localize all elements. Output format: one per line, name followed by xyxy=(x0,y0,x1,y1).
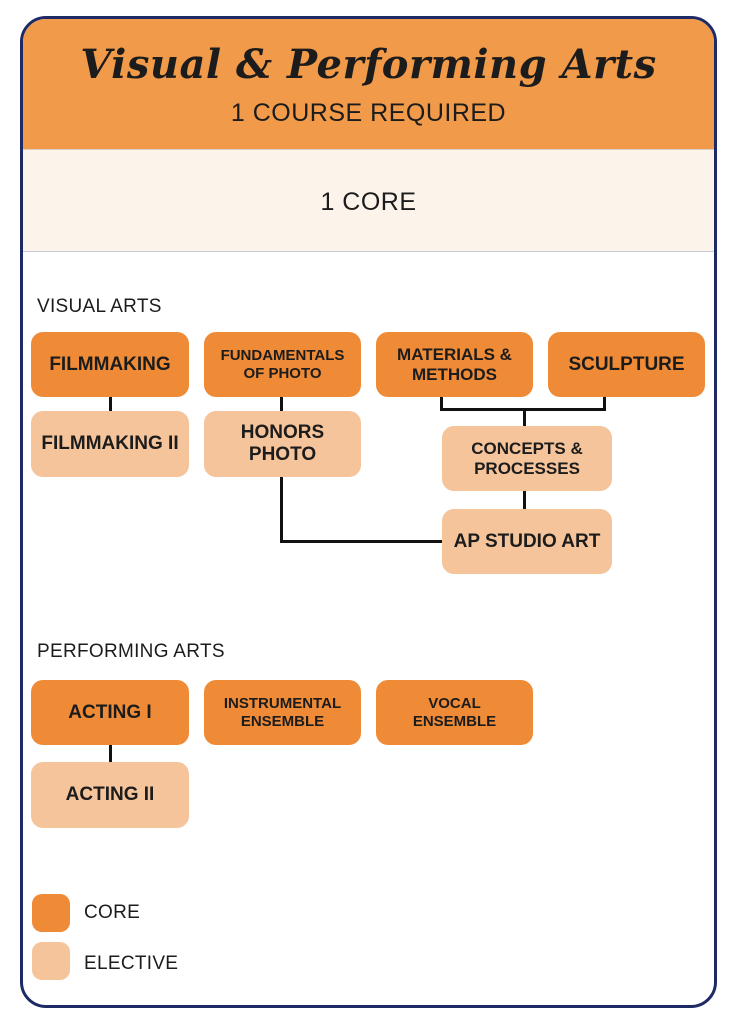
legend-core-swatch xyxy=(32,894,70,932)
connector-join-to-concepts xyxy=(523,408,526,428)
performing-arts-label: PERFORMING ARTS xyxy=(37,641,225,662)
course-acting-i: ACTING I xyxy=(31,680,189,745)
visual-arts-label: VISUAL ARTS xyxy=(37,296,162,317)
course-filmmaking-ii: FILMMAKING II xyxy=(31,411,189,477)
course-concepts-and-processes: CONCEPTS & PROCESSES xyxy=(442,426,612,491)
header: Visual & Performing Arts 1 COURSE REQUIR… xyxy=(23,19,714,150)
connector-honors-photo-to-ap-studio xyxy=(280,540,444,543)
requirement-subtitle: 1 COURSE REQUIRED xyxy=(230,99,507,127)
course-fundamentals-of-photo: FUNDAMENTALS OF PHOTO xyxy=(204,332,361,397)
requirement-text: 1 CORE xyxy=(320,188,417,216)
requirement-band: 1 CORE xyxy=(23,150,714,252)
course-card: Visual & Performing Arts 1 COURSE REQUIR… xyxy=(20,16,717,1008)
connector-concepts-to-ap-studio xyxy=(523,490,526,510)
legend-elective-swatch xyxy=(32,942,70,980)
course-materials-and-methods: MATERIALS & METHODS xyxy=(376,332,533,397)
course-instrumental-ensemble: INSTRUMENTAL ENSEMBLE xyxy=(204,680,361,745)
course-honors-photo: HONORS PHOTO xyxy=(204,411,361,477)
course-sculpture: SCULPTURE xyxy=(548,332,705,397)
legend-core-label: CORE xyxy=(84,902,141,923)
course-ap-studio-art: AP STUDIO ART xyxy=(442,509,612,574)
connector-acting-i-to-acting-ii xyxy=(109,744,112,763)
connector-honors-photo-down xyxy=(280,476,283,543)
legend-elective-label: ELECTIVE xyxy=(84,953,179,974)
connector-filmmaking-to-filmmaking-ii xyxy=(109,396,112,412)
course-acting-ii: ACTING II xyxy=(31,762,189,828)
course-filmmaking: FILMMAKING xyxy=(31,332,189,397)
connector-sculpture-down xyxy=(603,396,606,411)
connector-fundamentals-to-honors-photo xyxy=(280,396,283,412)
connector-materials-down xyxy=(440,396,443,411)
course-vocal-ensemble: VOCAL ENSEMBLE xyxy=(376,680,533,745)
page-title: Visual & Performing Arts xyxy=(80,41,657,88)
